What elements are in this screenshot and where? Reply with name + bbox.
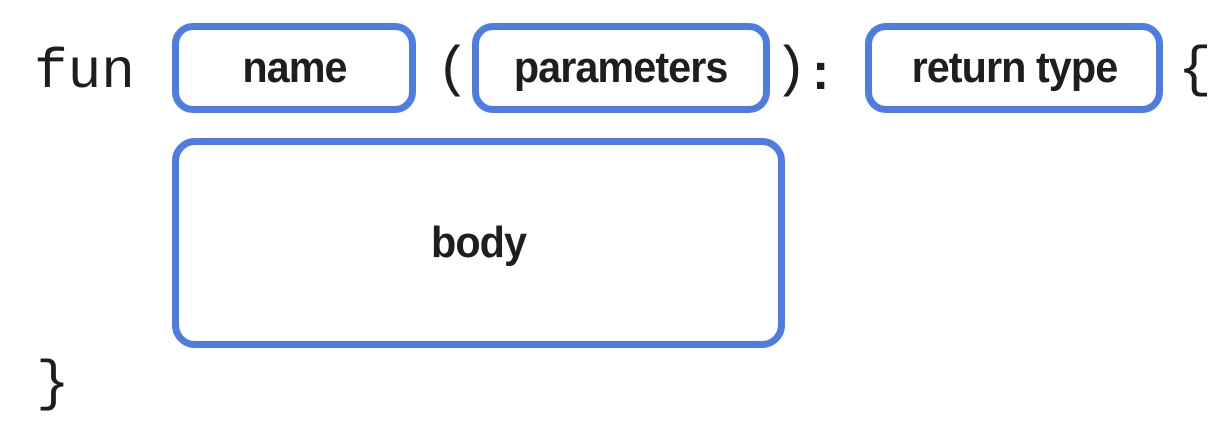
- open-paren-symbol: (: [436, 38, 470, 102]
- function-body-slot-label: body: [430, 218, 527, 267]
- open-brace-symbol: {: [1178, 38, 1212, 102]
- return-type-slot-label: return type: [911, 43, 1118, 92]
- function-name-slot: name: [172, 23, 416, 113]
- colon-symbol: :: [812, 43, 830, 101]
- function-body-slot: body: [172, 138, 785, 348]
- close-brace-symbol: }: [36, 352, 70, 416]
- parameters-slot-label: parameters: [514, 43, 729, 92]
- fun-keyword: fun: [34, 40, 135, 104]
- return-type-slot: return type: [865, 23, 1163, 113]
- parameters-slot: parameters: [472, 23, 770, 113]
- close-paren-symbol: ): [774, 38, 808, 102]
- function-name-slot-label: name: [241, 43, 347, 92]
